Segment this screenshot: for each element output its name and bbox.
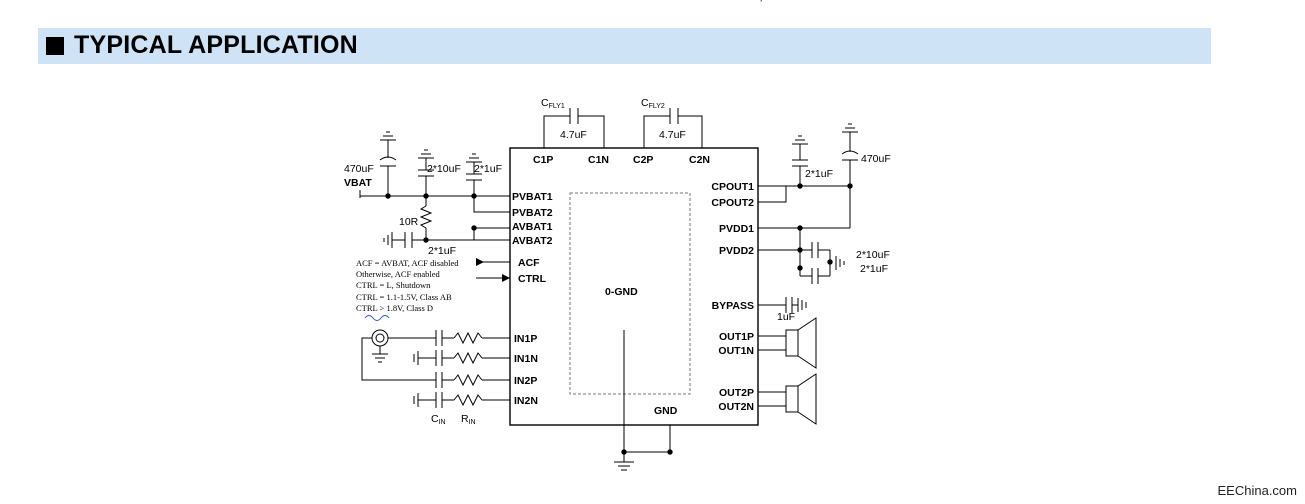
pin-label: AVBAT2	[512, 235, 553, 247]
mode-note: CTRL = L, Shutdown	[356, 280, 431, 290]
res-10r-label: 10R	[399, 216, 419, 228]
bypass-cap-label: 1uF	[777, 311, 795, 323]
pin-label: IN1P	[514, 333, 537, 345]
section-title: TYPICAL APPLICATION	[74, 31, 358, 59]
mode-note: ACF = AVBAT, ACF disabled	[356, 258, 459, 268]
pin-label: C2P	[633, 154, 653, 166]
vbat-cap-label: 470uF	[344, 163, 374, 175]
pvdd2-cap-b-label: 2*1uF	[860, 263, 888, 275]
mode-note: CTRL = 1.1-1.5V, Class AB	[356, 292, 452, 302]
cfly1-label: CFLY1	[541, 97, 565, 110]
ic-center-label: 0-GND	[605, 286, 638, 298]
pin-label: OUT2P	[719, 387, 754, 399]
pin-label: ACF	[518, 257, 540, 269]
ic-body	[509, 147, 759, 426]
cpout-470-label: 470uF	[861, 153, 891, 165]
pin-label: OUT2N	[718, 401, 754, 413]
vbat-label: VBAT	[344, 177, 372, 189]
cap-2x1-top-label: 2*1uF	[474, 163, 502, 175]
mode-note: Otherwise, ACF enabled	[356, 269, 441, 279]
pin-label: C2N	[689, 154, 710, 166]
cap-2x10-label: 2*10uF	[427, 163, 461, 175]
pin-label: IN2P	[514, 375, 537, 387]
pin-label: OUT1P	[719, 331, 754, 343]
pin-label: OUT1N	[718, 345, 754, 357]
ic-gnd-label: GND	[654, 405, 678, 417]
rin-label: RIN	[461, 413, 476, 426]
cfly2-value: 4.7uF	[659, 129, 686, 141]
pin-label: PVBAT1	[512, 191, 553, 203]
mode-note: CTRL > 1.8V, Class D	[356, 303, 433, 313]
pin-label: BYPASS	[712, 300, 754, 312]
ic-gnd-area	[569, 192, 691, 395]
pin-label: CPOUT1	[711, 181, 754, 193]
pin-label: PVDD2	[719, 245, 754, 257]
cfly1-value: 4.7uF	[560, 129, 587, 141]
pin-label: CTRL	[518, 273, 547, 285]
cfly2-label: CFLY2	[641, 97, 665, 110]
pin-label: IN2N	[514, 395, 538, 407]
truncated-top-text: p i	[760, 0, 1140, 4]
cap-2x1-av-label: 2*1uF	[428, 245, 456, 257]
section-header: TYPICAL APPLICATION	[38, 28, 1211, 64]
pin-label: CPOUT2	[711, 197, 754, 209]
header-square-bullet	[46, 37, 64, 55]
cpout-cap-label: 2*1uF	[805, 168, 833, 180]
pin-label: C1P	[533, 154, 553, 166]
cin-label: CIN	[431, 413, 446, 426]
pvdd2-cap-a-label: 2*10uF	[856, 249, 890, 261]
watermark: EEChina.com	[1217, 483, 1297, 498]
pin-label: AVBAT1	[512, 221, 553, 233]
pin-label: C1N	[588, 154, 609, 166]
pin-label: PVDD1	[719, 223, 754, 235]
pin-label: PVBAT2	[512, 207, 553, 219]
pin-label: IN1N	[514, 353, 538, 365]
